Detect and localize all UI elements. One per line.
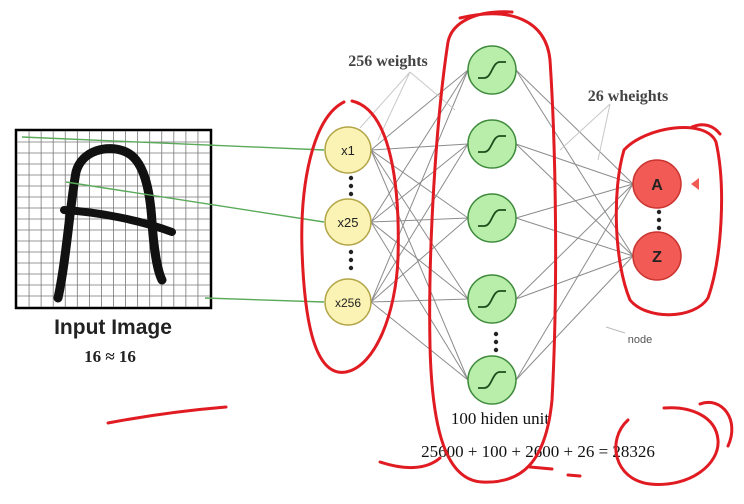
- equation-dash-2: [566, 473, 582, 478]
- connection-line: [515, 217, 634, 257]
- connection-line: [515, 143, 634, 257]
- input-node-x256: [324, 278, 372, 326]
- connection-line: [515, 255, 634, 300]
- input-node-label-x1: x1: [341, 143, 355, 158]
- weight-leader-line: [359, 71, 411, 129]
- sigmoid-icon: [478, 61, 506, 79]
- output-layer-loop-tail: [690, 123, 722, 136]
- output-node-a: [632, 159, 682, 209]
- connection-line: [370, 149, 469, 300]
- connection-line: [370, 298, 469, 303]
- sigmoid-icon: [478, 209, 506, 227]
- connection-line: [515, 69, 634, 185]
- connection-line: [515, 255, 634, 381]
- connection-line: [370, 143, 469, 303]
- connection-line: [515, 183, 634, 219]
- input-node-x1: [324, 126, 372, 174]
- hidden-node-2: [467, 119, 517, 169]
- connection-line: [370, 143, 469, 151]
- connection-line: [370, 69, 469, 223]
- connection-line: [515, 69, 634, 257]
- output-node-z: [632, 231, 682, 281]
- connection-line: [370, 217, 469, 223]
- result-loop: [614, 406, 720, 486]
- input-node-label-x25: x25: [338, 215, 359, 230]
- hidden-node-5: [467, 355, 517, 405]
- input-layer: x1 x25 x256: [324, 126, 372, 326]
- output-node-label-z: Z: [652, 249, 662, 266]
- connection-line: [515, 183, 634, 300]
- sigmoid-icon: [478, 135, 506, 153]
- hidden-node-1: [467, 45, 517, 95]
- node-label-leader: [605, 326, 626, 334]
- input-node-label-x256: x256: [335, 296, 361, 310]
- red-annotations: [106, 10, 734, 486]
- output-layer-loop: [614, 126, 724, 317]
- input-node-x25: [324, 198, 372, 246]
- input-layer-loop: [300, 99, 400, 374]
- hidden-node-3: [467, 193, 517, 243]
- input-image-label: Input Image: [54, 316, 172, 339]
- hidden-node-4: [467, 274, 517, 324]
- handwritten-a-glyph: [53, 144, 176, 303]
- connection-line: [370, 149, 469, 381]
- connection-line: [370, 143, 469, 223]
- node-label: node: [628, 334, 652, 346]
- connection-line: [370, 301, 469, 381]
- hidden-layer-loop: [428, 10, 558, 484]
- output-node-label-a: A: [651, 177, 663, 194]
- input-weights-label: 256 weights: [348, 53, 428, 70]
- hidden-units-label: 100 hiden unit: [451, 409, 549, 428]
- weight-leader-line: [559, 103, 611, 151]
- output-weights-label: 26 wheights: [588, 88, 668, 105]
- output-layer: A Z: [632, 159, 699, 281]
- input-image-panel: [14, 128, 213, 310]
- input-ellipsis-dots: [348, 175, 354, 271]
- bottom-left-arc: [378, 456, 442, 470]
- sigmoid-icon: [478, 290, 506, 308]
- input-image-size: 16 ≈ 16: [84, 347, 136, 366]
- equation-dash-1: [528, 465, 554, 471]
- sigmoid-icon: [478, 371, 506, 389]
- hidden-ellipsis-dots: [493, 331, 499, 353]
- weight-leader-line: [409, 71, 456, 111]
- hidden-layer: [467, 45, 517, 405]
- connection-line: [515, 183, 634, 381]
- result-loop-tail: [698, 401, 734, 448]
- connection-line: [515, 143, 634, 185]
- connection-lines: [359, 69, 634, 381]
- connection-line: [370, 149, 469, 219]
- weight-leader-line: [377, 71, 411, 141]
- underline-stroke: [106, 405, 228, 425]
- connection-line: [370, 217, 469, 303]
- output-pointer-arrow-icon: [691, 178, 699, 190]
- connection-line: [370, 69, 469, 151]
- weight-leader-line: [597, 103, 611, 161]
- output-ellipsis-dots: [656, 209, 662, 231]
- connection-line: [370, 69, 469, 303]
